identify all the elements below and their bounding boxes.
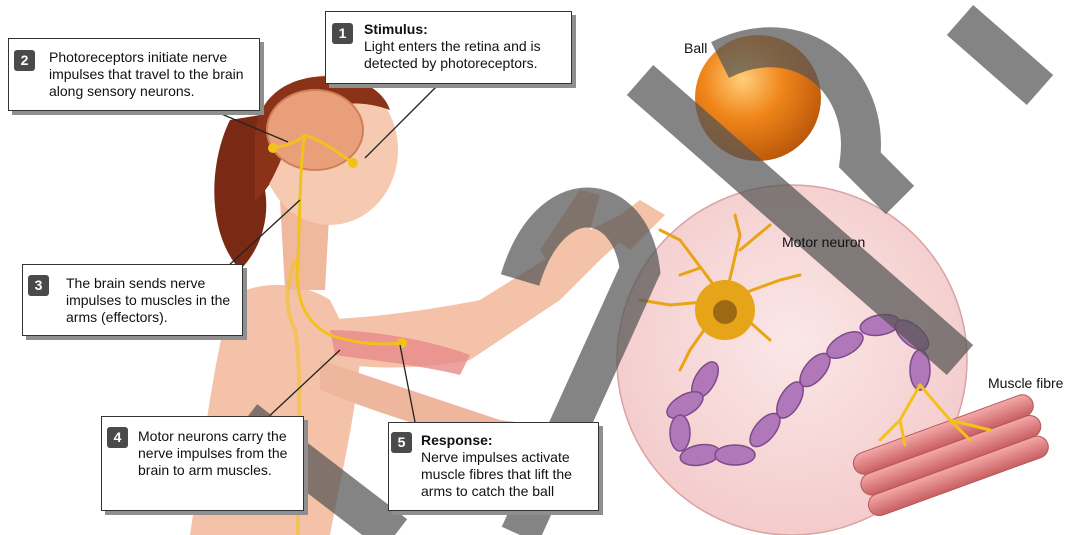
step-badge: 2 (14, 50, 35, 71)
callout-text: Motor neurons carry the nerve impulses f… (138, 428, 287, 478)
callout-heading: Stimulus: (364, 21, 564, 38)
callout-text: Light enters the retina and is detected … (364, 38, 541, 71)
callout-photoreceptors: 2 Photoreceptors initiate nerve impulses… (8, 38, 260, 111)
callout-stimulus: 1 Stimulus: Light enters the retina and … (325, 11, 572, 84)
arm-muscle-point (397, 338, 407, 348)
retina-point (348, 158, 358, 168)
callout-text: Nerve impulses activate muscle fibres th… (421, 449, 572, 499)
callout-motor-neurons: 4 Motor neurons carry the nerve impulses… (101, 416, 304, 511)
step-badge: 3 (28, 275, 49, 296)
motor-neuron-label: Motor neuron (782, 234, 865, 250)
callout-brain: 3 The brain sends nerve impulses to musc… (22, 264, 243, 336)
muscle-fibre-label: Muscle fibre (988, 375, 1063, 391)
ball-label: Ball (684, 40, 707, 56)
callout-text: Photoreceptors initiate nerve impulses t… (49, 49, 244, 99)
callout-heading: Response: (421, 432, 596, 449)
brain (267, 90, 363, 170)
callout-response: 5 Response: Nerve impulses activate musc… (388, 422, 599, 511)
brain-point (268, 143, 278, 153)
step-badge: 5 (391, 432, 412, 453)
step-badge: 1 (332, 23, 353, 44)
step-badge: 4 (107, 427, 128, 448)
callout-text: The brain sends nerve impulses to muscle… (66, 275, 230, 325)
